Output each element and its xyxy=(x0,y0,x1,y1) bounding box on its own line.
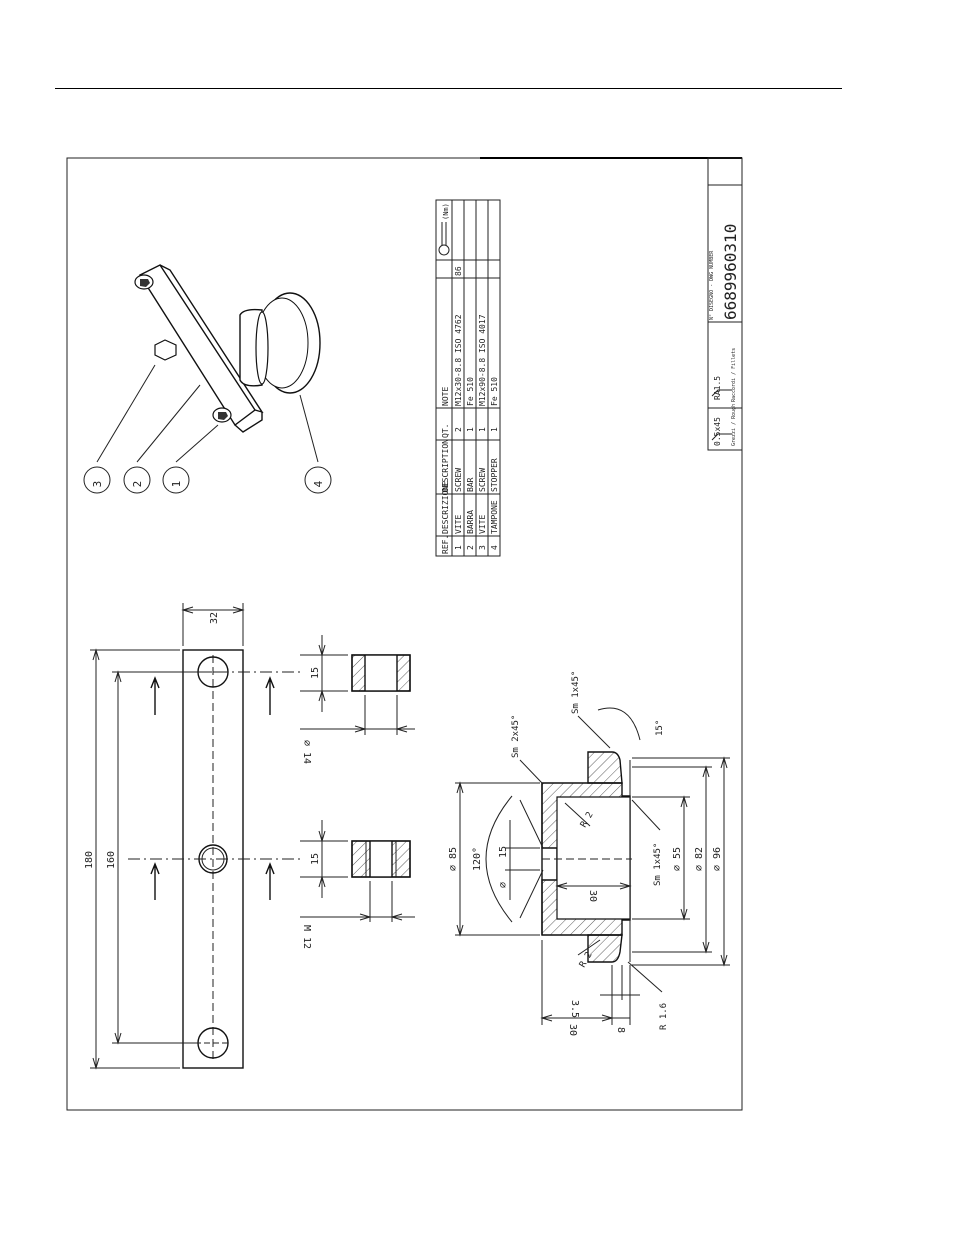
dim-hole-spacing: 160 xyxy=(106,851,117,869)
dim-hole-depth: 15 xyxy=(498,846,509,858)
header-rule xyxy=(55,88,842,89)
dim-height-step: 3.5 xyxy=(569,1000,580,1018)
row2-description: BAR xyxy=(466,477,475,492)
row4-ref: 4 xyxy=(490,545,499,550)
bar-plan-view: 180 160 32 xyxy=(84,603,300,1070)
dim-radius-small: R 1.6 xyxy=(659,1003,669,1030)
row3-description: SCREW xyxy=(478,468,487,492)
stopper-part xyxy=(239,292,321,394)
row4-descrizione: TAMPONE xyxy=(490,500,499,534)
dim-thread: M 12 xyxy=(301,925,312,949)
screw-head-top xyxy=(134,274,154,290)
label-fillets: Raccordi / Fillets xyxy=(731,348,737,402)
row1-ref: 1 xyxy=(454,545,463,550)
row1-descrizione: VITE xyxy=(454,515,463,534)
hex-screw xyxy=(154,339,177,361)
balloon-4-label: 4 xyxy=(312,480,325,487)
dim-section-a-thickness: 15 xyxy=(310,667,321,679)
assembly-isometric-view: 3 2 1 4 xyxy=(83,264,332,494)
balloon-2-label: 2 xyxy=(131,481,144,488)
row3-ref: 3 xyxy=(478,545,487,550)
roughness-note: RA1.5 xyxy=(713,376,722,400)
balloon-3-label: 3 xyxy=(91,481,104,488)
parts-table: REF. DESCRIZIONE DESCRIPTION QT. NOTE (N… xyxy=(435,199,501,557)
dim-outer-diameter: ∅ 85 xyxy=(448,847,459,871)
dim-overall-length: 180 xyxy=(84,851,95,869)
bar-section-b: 15 M 12 xyxy=(300,820,415,949)
row2-ref: 2 xyxy=(466,545,475,550)
dim-hole-diameter-sym: ∅ xyxy=(498,882,509,888)
dim-section-b-thickness: 15 xyxy=(310,853,321,865)
dim-cone-angle: 120° xyxy=(472,847,483,871)
th-note: NOTE xyxy=(441,387,450,406)
th-description: DESCRIPTION xyxy=(441,439,450,492)
bar-part xyxy=(138,264,264,433)
row1-torque: 86 xyxy=(454,266,463,276)
dim-diameter-96: ∅ 96 xyxy=(712,847,723,871)
balloon-2 xyxy=(123,466,151,494)
dim-bar-width: 32 xyxy=(209,612,220,624)
th-descrizione: DESCRIZIONE xyxy=(441,481,450,534)
dim-height-total: 30 xyxy=(567,1024,578,1036)
row3-qt: 1 xyxy=(478,427,487,432)
row4-note: Fe 510 xyxy=(490,377,499,406)
dim-lip-angle: 15° xyxy=(655,720,665,736)
row2-descrizione: BARRA xyxy=(466,510,475,534)
row4-description: STOPPER xyxy=(490,458,499,492)
row2-note: Fe 510 xyxy=(466,377,475,406)
row1-description: SCREW xyxy=(454,468,463,492)
dwg-number-header: N° DISEGNO - DWG NUMBER xyxy=(709,250,715,320)
dim-chamfer-top: Sm 2x45° xyxy=(511,715,521,758)
th-ref: REF. xyxy=(441,535,450,554)
dim-chamfer-lower: Sm 1x45° xyxy=(653,843,663,886)
dim-chamfer-mid: Sm 1x45° xyxy=(571,671,581,714)
scale-note: 0.5x45 xyxy=(713,417,722,446)
th-torque: (Nm) xyxy=(442,203,450,220)
dim-diameter-55: ∅ 55 xyxy=(672,847,683,871)
row3-note: M12x90-8.8 ISO 4017 xyxy=(478,314,487,406)
drawing-frame xyxy=(66,157,743,1111)
row3-descrizione: VITE xyxy=(478,515,487,534)
dim-diameter-82: ∅ 82 xyxy=(694,847,705,871)
title-block: 6689960310 N° DISEGNO - DWG NUMBER 0.5x4… xyxy=(707,157,743,451)
label-rough: Grezzi / Rough xyxy=(731,404,737,446)
row2-qt: 1 xyxy=(466,427,475,432)
dim-height-lip: 8 xyxy=(615,1027,626,1033)
balloon-1-label: 1 xyxy=(170,481,183,488)
row1-qt: 2 xyxy=(454,427,463,432)
row4-qt: 1 xyxy=(490,427,499,432)
balloon-3 xyxy=(83,466,111,494)
stopper-section-view: 120° ∅ 85 15 ∅ R 2 30 Sm 2x45° Sm 1x45° … xyxy=(448,671,730,1036)
torque-wrench-icon xyxy=(438,222,450,256)
dim-inner-depth: 30 xyxy=(587,890,598,902)
bar-section-a: 15 ∅ 14 xyxy=(300,635,415,764)
balloon-4 xyxy=(304,466,332,494)
row1-note: M12x30-8.8 ISO 4762 xyxy=(454,314,463,406)
dim-hole-diameter: ∅ 14 xyxy=(301,740,312,764)
screw-head-bottom xyxy=(212,407,232,423)
drawing-number: 6689960310 xyxy=(721,224,740,320)
th-qt: QT. xyxy=(441,424,450,438)
balloon-1 xyxy=(162,466,190,494)
